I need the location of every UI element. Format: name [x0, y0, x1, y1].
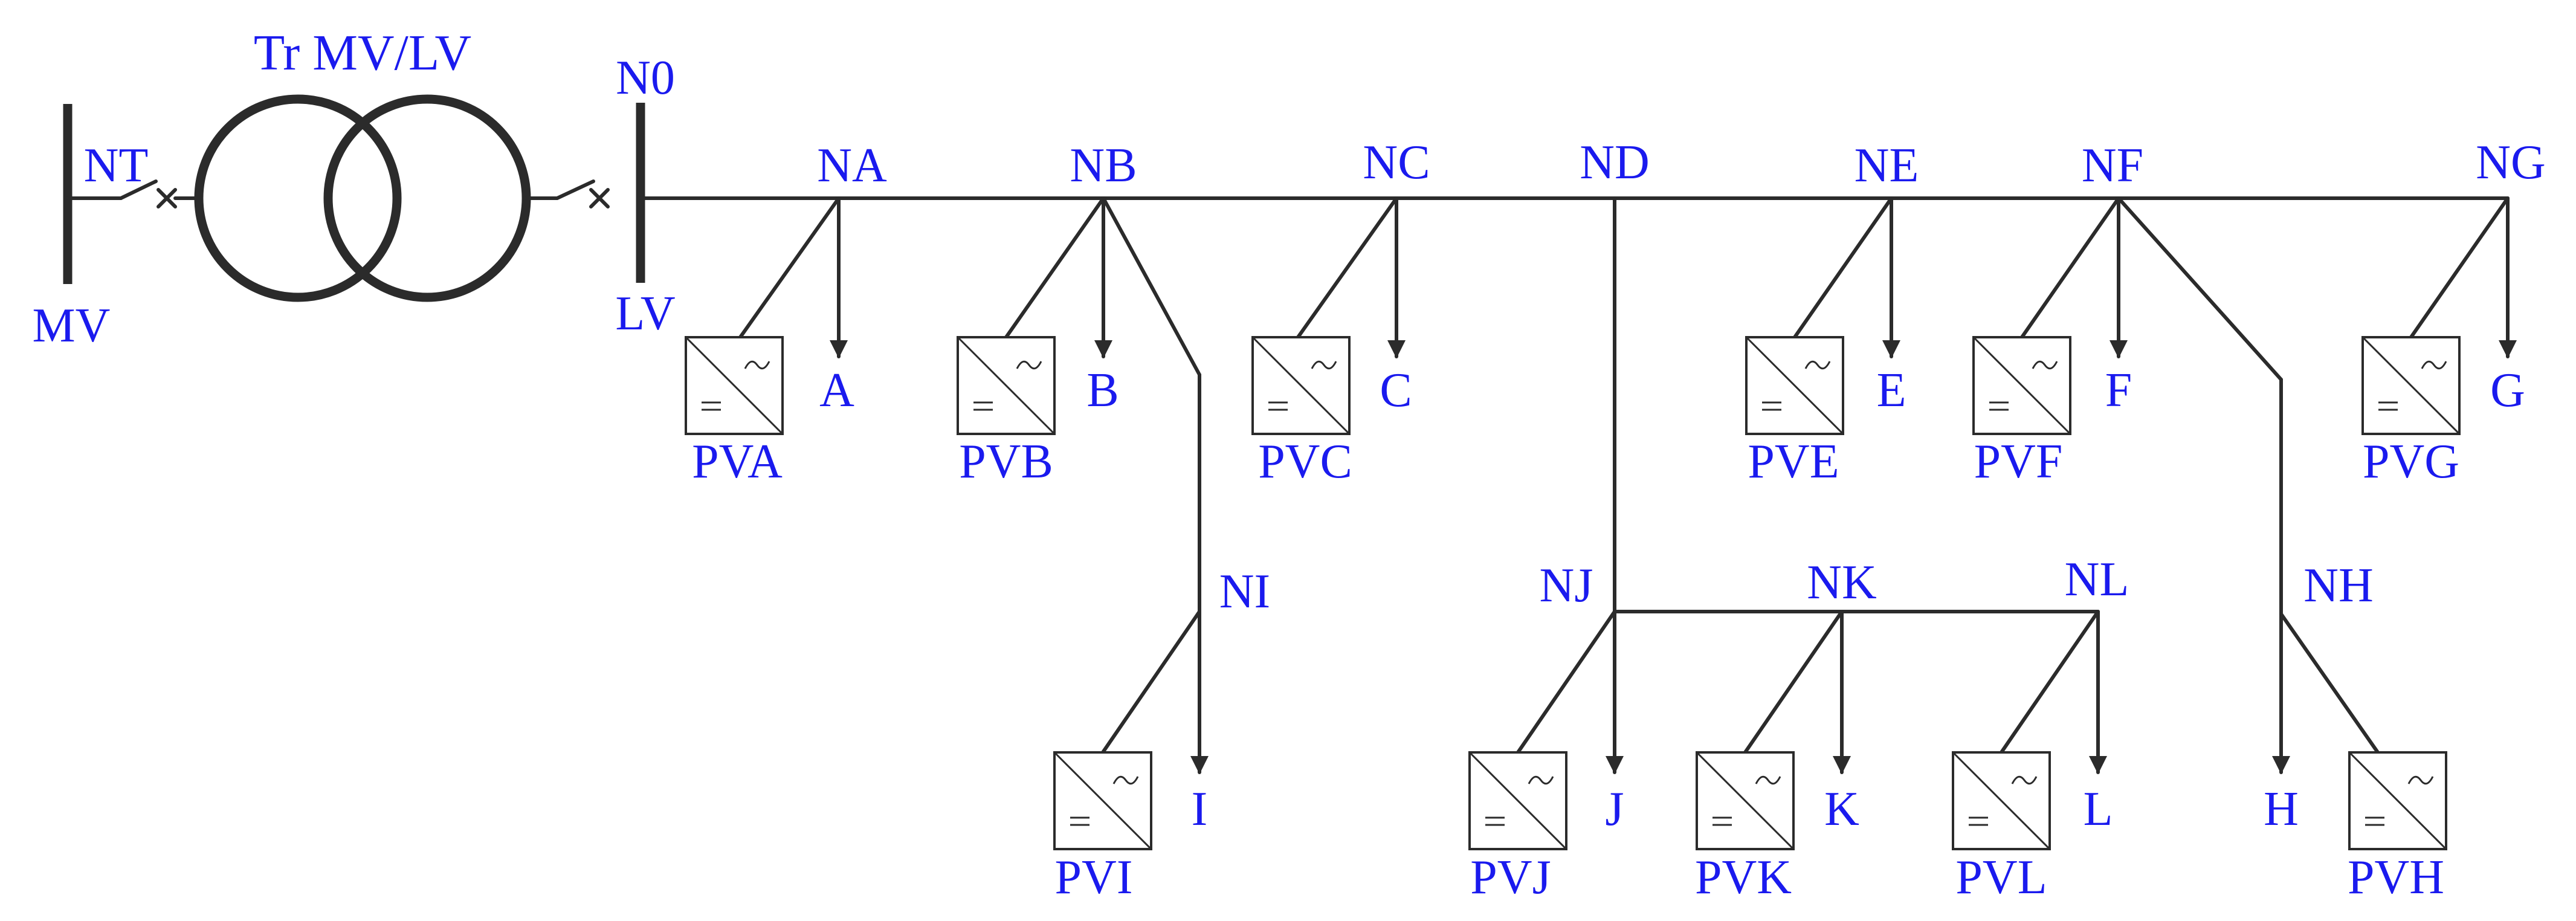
pv-label-pvk: PVK — [1695, 851, 1792, 904]
load-label-b: B — [1086, 364, 1119, 417]
node-nb-branch — [1004, 196, 1209, 774]
diagram-labels: Tr MV/LV MV NT N0 LV NA NB NC ND NE NF N… — [33, 25, 2546, 904]
pv-label-pve: PVE — [1748, 435, 1839, 488]
pv-label-pvh: PVH — [2348, 851, 2444, 904]
pv-inverter-icon — [957, 336, 1056, 435]
pv-inverter-icon — [1952, 751, 2051, 850]
node-nc-branch — [1296, 196, 1406, 358]
pv-label-pvc: PVC — [1258, 435, 1352, 488]
node-label-nc: NC — [1363, 136, 1430, 189]
node-nf-branch — [2020, 196, 2380, 774]
pv-inverter-icon — [1696, 751, 1795, 850]
pv-inverter-icon — [2348, 751, 2447, 850]
n0-label: N0 — [616, 51, 675, 105]
node-label-ni: NI — [1219, 565, 1270, 618]
node-label-nh: NH — [2303, 559, 2374, 612]
pv-inverter-icon — [1972, 336, 2071, 435]
transformer-title: Tr MV/LV — [254, 25, 471, 81]
load-label-c: C — [1380, 364, 1412, 417]
pv-label-pvi: PVI — [1055, 851, 1133, 904]
pv-label-pvg: PVG — [2363, 435, 2459, 488]
node-label-nd: ND — [1580, 136, 1650, 189]
load-label-l: L — [2084, 783, 2113, 836]
pv-inverter-icon — [685, 336, 784, 435]
pv-label-pvl: PVL — [1955, 851, 2047, 904]
load-label-f: F — [2105, 364, 2132, 417]
node-label-nk: NK — [1807, 556, 1877, 609]
pv-inverter-icon — [1251, 336, 1351, 435]
pv-inverter-icon — [1468, 751, 1567, 850]
pv-label-pva: PVA — [692, 435, 783, 488]
lv-label: LV — [615, 287, 675, 340]
node-label-nl: NL — [2065, 553, 2129, 606]
pv-inverter-icon — [1745, 336, 1844, 435]
load-label-g: G — [2490, 364, 2525, 417]
pv-inverter-icon — [1053, 751, 1152, 850]
load-label-h: H — [2264, 783, 2299, 836]
pv-inverter-icon — [2361, 336, 2461, 435]
node-ng-branch — [2409, 196, 2517, 358]
node-nd-branch — [1516, 196, 2107, 774]
node-label-nb: NB — [1070, 139, 1137, 192]
load-label-j: J — [1605, 783, 1624, 836]
transformer — [194, 94, 531, 302]
pv-label-pvj: PVJ — [1470, 851, 1551, 904]
n0-breaker — [525, 179, 610, 208]
load-label-i: I — [1192, 783, 1208, 836]
node-label-ne: NE — [1855, 139, 1919, 192]
load-label-a: A — [819, 364, 854, 417]
pv-label-pvf: PVF — [1974, 435, 2063, 488]
node-label-ng: NG — [2476, 136, 2546, 189]
node-label-na: NA — [817, 139, 887, 192]
node-ne-branch — [1793, 196, 1900, 358]
load-label-e: E — [1877, 364, 1906, 417]
node-na-branch — [738, 196, 848, 358]
node-label-nf: NF — [2082, 139, 2143, 192]
mv-label: MV — [33, 299, 111, 352]
pv-label-pvb: PVB — [959, 435, 1053, 488]
load-label-k: K — [1824, 783, 1859, 836]
nt-label: NT — [84, 139, 149, 192]
node-label-nj: NJ — [1540, 559, 1593, 612]
nt-breaker — [66, 179, 201, 208]
